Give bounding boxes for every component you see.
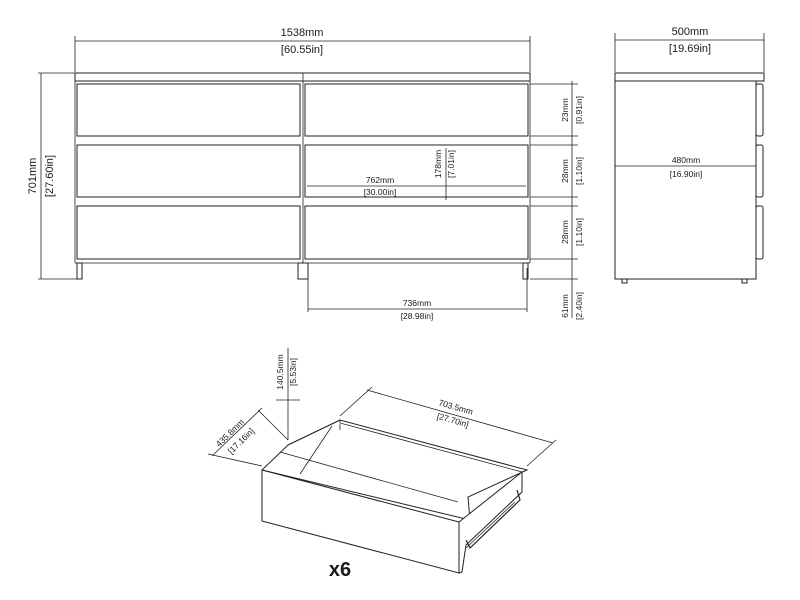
front-height-mm: 701mm	[27, 158, 39, 195]
side-depth-in: [19.69in]	[669, 43, 711, 55]
drawer-height-in: [5.53in]	[288, 358, 298, 386]
drawer-isometric: 703.5mm [27.70in] 435.8mm [17.16in] 140.…	[207, 348, 557, 581]
front-view: 1538mm [60.55in] 701mm [27.60in] 762mm […	[27, 27, 584, 321]
side-drawer-front-2	[755, 144, 764, 198]
front-width-mm: 1538mm	[281, 27, 324, 39]
drawer-front-3-left	[76, 205, 301, 260]
length-ext-right	[526, 439, 557, 467]
side-top-panel	[614, 72, 765, 82]
gap-low-mm: 28mm	[560, 220, 570, 244]
side-depth-mm: 500mm	[672, 26, 709, 38]
drawer-front-1-right	[304, 83, 529, 137]
length-dim-line	[366, 389, 554, 444]
drawer-runner-inner	[465, 501, 516, 549]
gap-low-in: [1.10in]	[574, 218, 584, 246]
drawer-height-mm: 140.5mm	[275, 354, 285, 389]
side-leg-1	[621, 278, 628, 284]
leg-2	[297, 262, 309, 280]
drawer-runner	[465, 489, 521, 549]
top-panel	[74, 72, 531, 82]
leg-3	[522, 262, 529, 280]
inner-width-in: [30.00in]	[364, 187, 397, 197]
drawer-front-2-right	[304, 144, 529, 198]
drawer-front-3-right	[304, 205, 529, 260]
side-drawer-front-3	[755, 205, 764, 260]
gap-top-mm: 23mm	[560, 98, 570, 122]
inner-width-mm: 762mm	[366, 175, 394, 185]
side-drawer-front-1	[755, 83, 764, 137]
gap-top-in: [0.91in]	[574, 96, 584, 124]
leg-mm: 61mm	[560, 294, 570, 318]
drawer-front-2-left	[76, 144, 301, 198]
drawer-inner-corner	[299, 425, 333, 475]
front-width-in: [60.55in]	[281, 44, 323, 56]
gap-mid-mm: 28mm	[560, 159, 570, 183]
side-view: 500mm [19.69in] 480mm [16.90in]	[614, 26, 765, 284]
leg-1	[76, 262, 83, 280]
inner-height-in: [7.01in]	[446, 150, 456, 178]
drawer-front-1-left	[76, 83, 301, 137]
side-body	[614, 80, 757, 280]
drawer-front-mm: 736mm	[403, 298, 431, 308]
gap-mid-in: [1.10in]	[574, 157, 584, 185]
width-dim-line	[211, 407, 263, 457]
drawer-back-wall	[287, 419, 523, 473]
drawer-inner-edge	[279, 451, 459, 503]
drawer-right-side	[458, 470, 523, 574]
drawer-front-in: [28.98in]	[401, 311, 434, 321]
side-leg-2	[741, 278, 748, 284]
drawer-quantity: x6	[329, 559, 351, 581]
width-ext-front	[207, 453, 263, 467]
side-inner-depth-in: [16.90in]	[670, 169, 703, 179]
side-inner-depth-mm: 480mm	[672, 155, 700, 165]
leg-in: [2.40in]	[574, 292, 584, 320]
length-ext-left	[339, 386, 373, 417]
front-height-in: [27.60in]	[44, 155, 56, 197]
inner-height-mm: 178mm	[433, 150, 443, 178]
width-ext-back	[257, 409, 289, 441]
